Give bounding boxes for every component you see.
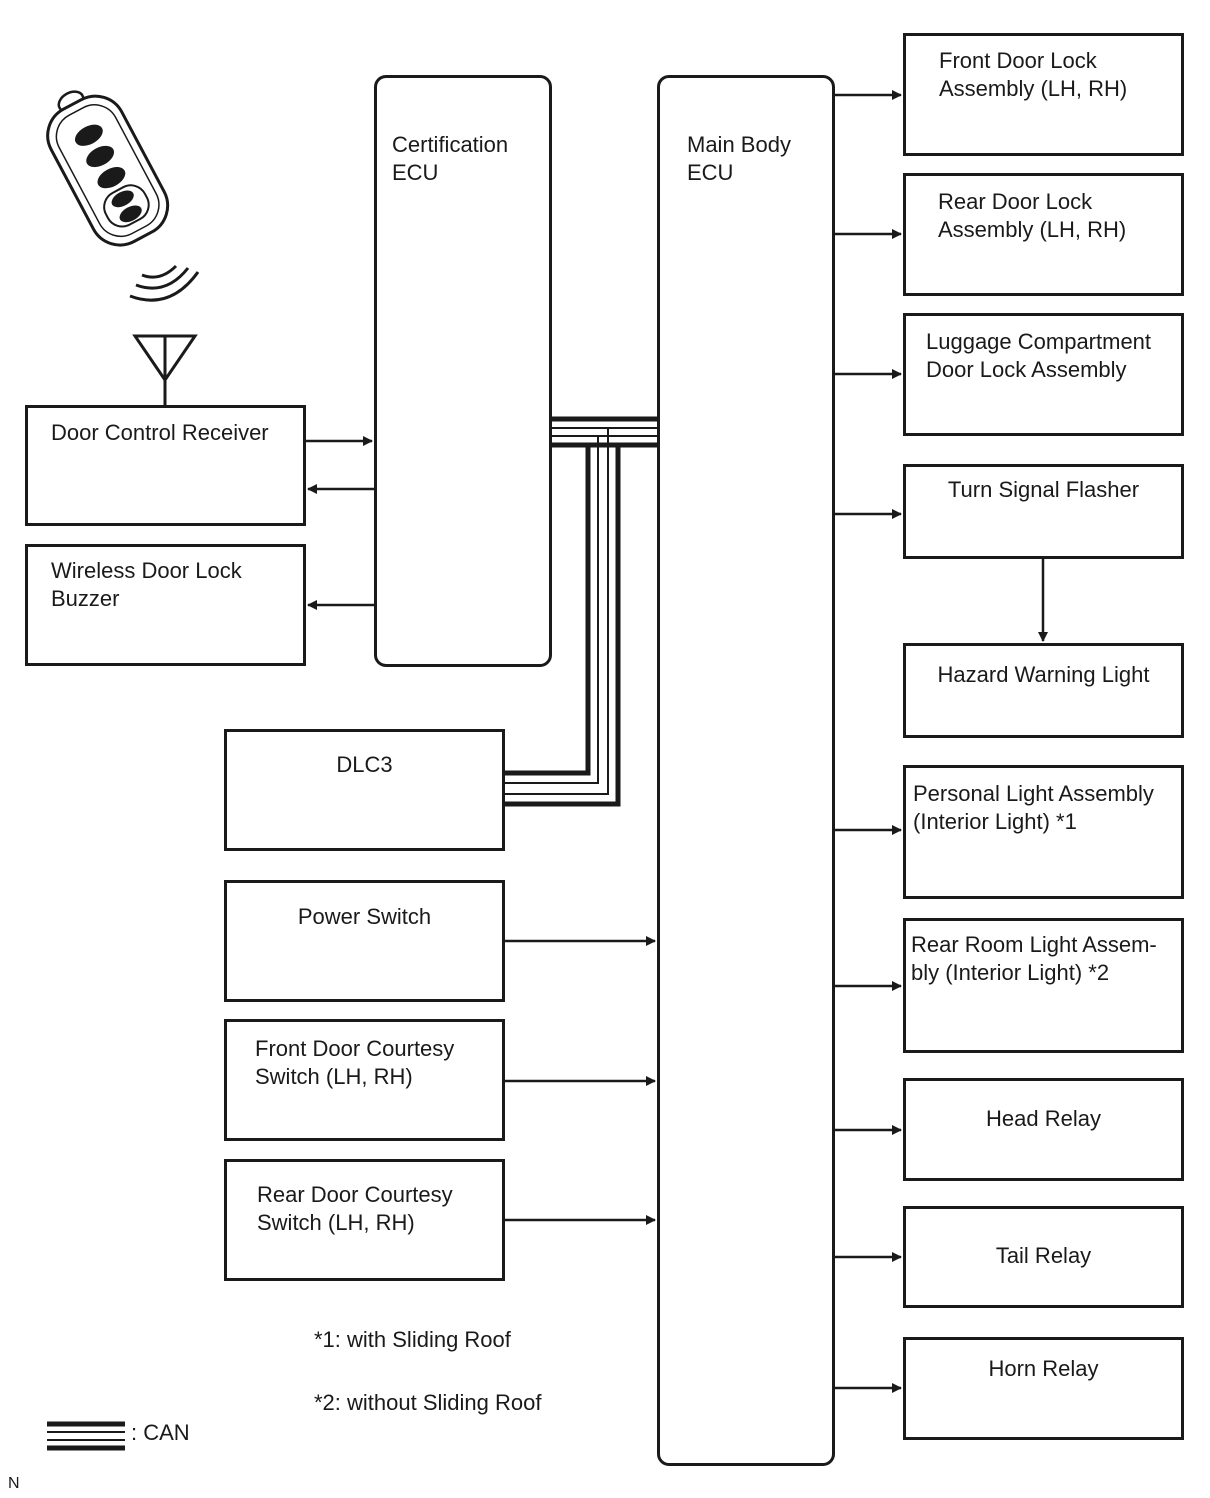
power-switch-label: Power Switch — [297, 904, 432, 929]
horn-relay-box: Horn Relay — [903, 1337, 1184, 1440]
horn-relay-label: Horn Relay — [988, 1356, 1099, 1381]
rear-room-light-label: Rear Room Light Assem- bly (Interior Lig… — [911, 932, 1157, 985]
tail-relay-box: Tail Relay — [903, 1206, 1184, 1308]
personal-light-box: Personal Light Assembly (Interior Light)… — [903, 765, 1184, 899]
key-fob-icon — [46, 90, 170, 247]
main-body-ecu: Main Body ECU — [657, 75, 835, 1466]
rear-courtesy-box: Rear Door Courtesy Switch (LH, RH) — [224, 1159, 505, 1281]
personal-light-label: Personal Light Assembly (Interior Light)… — [913, 781, 1154, 834]
can-bus-cert-main — [551, 416, 657, 448]
power-switch-box: Power Switch — [224, 880, 505, 1002]
head-relay-box: Head Relay — [903, 1078, 1184, 1181]
head-relay-label: Head Relay — [986, 1106, 1101, 1131]
front-door-lock-label: Front Door Lock Assembly (LH, RH) — [939, 48, 1128, 101]
rear-door-lock-box: Rear Door Lock Assembly (LH, RH) — [903, 173, 1184, 296]
luggage-lock-label: Luggage Compartment Door Lock Assembly — [926, 329, 1152, 382]
tail-relay-label: Tail Relay — [995, 1243, 1092, 1268]
can-legend-label: : CAN — [131, 1420, 190, 1445]
front-courtesy-box: Front Door Courtesy Switch (LH, RH) — [224, 1019, 505, 1141]
door-control-receiver-box: Door Control Receiver — [25, 405, 306, 526]
main-body-ecu-label: Main Body ECU — [687, 132, 791, 185]
rear-door-lock-label: Rear Door Lock Assembly (LH, RH) — [938, 189, 1127, 242]
rear-room-light-box: Rear Room Light Assem- bly (Interior Lig… — [903, 918, 1184, 1053]
footnote-2: *2: without Sliding Roof — [314, 1390, 542, 1415]
rear-courtesy-label: Rear Door Courtesy Switch (LH, RH) — [257, 1182, 453, 1235]
turn-signal-flasher-label: Turn Signal Flasher — [947, 477, 1140, 502]
dlc3-label: DLC3 — [336, 752, 393, 777]
can-legend-symbol — [47, 1421, 125, 1451]
door-control-receiver-label: Door Control Receiver — [51, 420, 269, 445]
dlc3-box: DLC3 — [224, 729, 505, 851]
luggage-lock-box: Luggage Compartment Door Lock Assembly — [903, 313, 1184, 436]
front-door-lock-box: Front Door Lock Assembly (LH, RH) — [903, 33, 1184, 156]
radio-wave-icon — [129, 264, 200, 302]
antenna-icon — [132, 334, 198, 405]
certification-ecu-label: Certification ECU — [392, 132, 509, 185]
turn-signal-flasher-box: Turn Signal Flasher — [903, 464, 1184, 559]
wireless-buzzer-label: Wireless Door Lock Buzzer — [51, 558, 242, 611]
can-bus-dlc3 — [504, 427, 657, 807]
wireless-buzzer-box: Wireless Door Lock Buzzer — [25, 544, 306, 666]
front-courtesy-label: Front Door Courtesy Switch (LH, RH) — [255, 1036, 455, 1089]
hazard-warning-label: Hazard Warning Light — [937, 662, 1150, 687]
footnote-1: *1: with Sliding Roof — [314, 1327, 511, 1352]
certification-ecu: Certification ECU — [374, 75, 552, 667]
hazard-warning-box: Hazard Warning Light — [903, 643, 1184, 738]
corner-mark: N — [8, 1475, 20, 1492]
